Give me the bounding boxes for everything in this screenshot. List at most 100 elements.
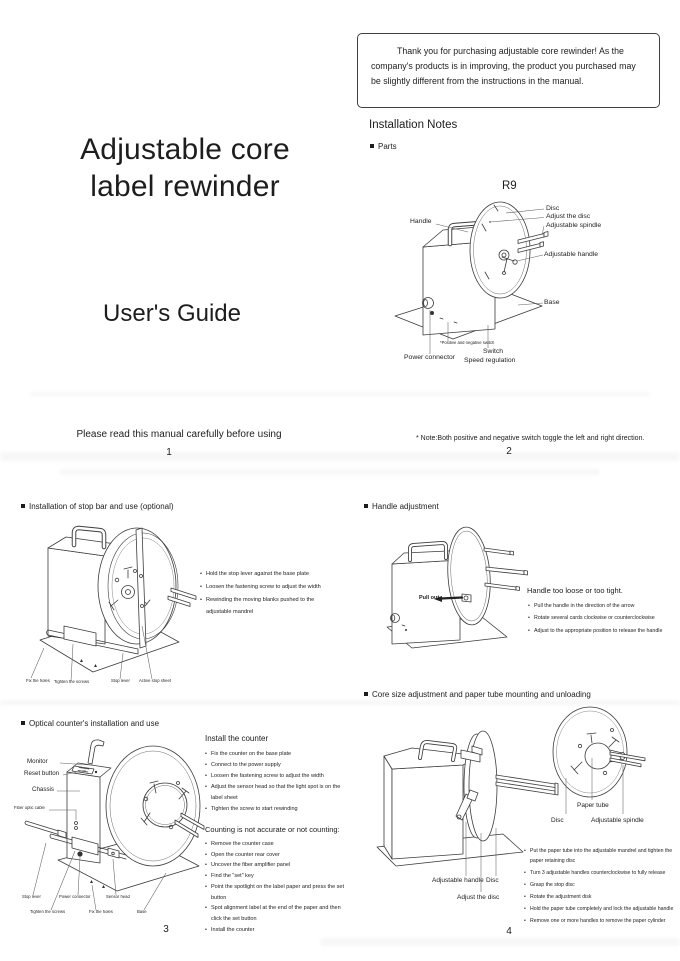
parts-diagram xyxy=(394,201,549,354)
label-disc-2: Disc xyxy=(486,877,499,884)
stop-bar-bullets: Hold the stop lever against the base pla… xyxy=(200,568,340,619)
handle-loose-heading: Handle too loose or too tight. xyxy=(527,586,623,595)
model-label: R9 xyxy=(502,180,517,192)
screws xyxy=(80,659,97,667)
section-bullet-icon xyxy=(364,692,368,696)
label-base: Base xyxy=(544,299,560,306)
adjustable-spindle xyxy=(495,774,559,796)
section-bullet-icon xyxy=(370,144,374,148)
leader-lines xyxy=(429,208,545,354)
label-fix-holes-2: Fix the holes xyxy=(89,910,113,915)
disc xyxy=(447,526,491,626)
bullet-item: Adjust the sensor head so that the light… xyxy=(205,782,345,804)
paper-tube-disc xyxy=(552,706,646,798)
adjustable-spindle xyxy=(167,587,197,607)
bullet-item: Install the counter xyxy=(205,925,350,936)
pull-out-label: Pull out xyxy=(419,595,440,601)
label-handle: Handle xyxy=(410,218,432,225)
bullet-item: Put the paper tube into the adjustable m… xyxy=(524,846,680,866)
bullet-item: Hold the stop lever against the base pla… xyxy=(200,568,340,581)
install-counter-heading: Install the counter xyxy=(205,734,269,743)
scan-artifact xyxy=(320,938,680,946)
label-tighten-screws: Tighten the screws xyxy=(54,680,90,685)
disc xyxy=(105,745,201,867)
page1-footer: Please read this manual carefully before… xyxy=(76,429,282,440)
bullet-item: Remove the counter case xyxy=(205,839,350,850)
core-size-diagram xyxy=(376,706,646,892)
notice-text: Thank you for purchasing adjustable core… xyxy=(371,46,636,86)
label-paper-tube: Paper tube xyxy=(577,802,609,809)
label-power-connector-2: Power connector xyxy=(59,895,91,900)
bullet-item: Loosen the fastening screw to adjust the… xyxy=(200,581,340,594)
title-line-2: label rewinder xyxy=(90,170,280,203)
scan-artifact xyxy=(30,392,650,396)
adjustable-handle-part xyxy=(501,256,518,275)
bullet-item: Turn 3 adjustable handles counterclockwi… xyxy=(524,868,680,878)
handle-adjustment-diagram xyxy=(386,526,528,649)
leader-lines xyxy=(32,762,167,911)
label-monitor: Monitor xyxy=(27,758,48,765)
bullet-item: Loosen the fastening screw to adjust the… xyxy=(205,771,345,782)
label-adjustable-handle-2: Adjustable handle xyxy=(432,877,484,884)
label-base-2: Base xyxy=(137,910,147,915)
sensor-head xyxy=(107,847,120,859)
bullet-item: Tighten the screw to start rewinding xyxy=(205,804,345,815)
bullet-item: Connect to the power supply xyxy=(205,760,345,771)
handle-adjustment-bullets: Pull the handle in the direction of the … xyxy=(528,600,680,638)
label-adjust-disc-2: Adjust the disc xyxy=(457,894,500,901)
page-subtitle: User's Guide xyxy=(103,300,241,327)
bullet-item: Hold the paper tube completely and lock … xyxy=(524,904,680,914)
counting-heading: Counting is not accurate or not counting… xyxy=(205,825,340,834)
power-connector-part xyxy=(77,851,83,857)
bullet-item: Find the "set" key xyxy=(205,871,350,882)
page-number-4: 4 xyxy=(506,926,512,937)
page-number-3: 3 xyxy=(163,924,169,935)
section-bullet-icon xyxy=(21,504,25,508)
screws xyxy=(90,880,105,888)
label-chassis: Chassis xyxy=(32,786,55,793)
page2-note: * Note:Both positive and negative switch… xyxy=(416,435,645,442)
disc xyxy=(460,730,498,842)
label-reset-button: Reset button xyxy=(24,770,60,777)
leader-lines xyxy=(30,625,153,682)
label-fiber-optic-cable: Fiber optic cable xyxy=(14,806,45,811)
bullet-item: Grasp the stop disc xyxy=(524,880,680,890)
label-adjust-disc: Adjust the disc xyxy=(546,213,591,220)
label-adjustable-handle: Adjustable handle xyxy=(544,251,599,258)
scan-artifact xyxy=(60,469,600,475)
stop-bar-diagram xyxy=(30,525,197,682)
bullet-item: Remove one or more handles to remove the… xyxy=(524,916,680,926)
scan-artifact xyxy=(0,700,680,705)
chassis xyxy=(47,525,124,645)
installation-notes-heading: Installation Notes xyxy=(369,119,458,131)
bullet-item: Rotate the adjustment disk xyxy=(524,892,680,902)
bullet-item: Open the counter rear cover xyxy=(205,850,350,861)
label-disc-3: Disc xyxy=(551,817,564,824)
bullet-item: Rewinding the moving blanks pushed to th… xyxy=(200,594,340,620)
bullet-item: Uncover the fiber amplifier panel xyxy=(205,860,350,871)
adjustable-handle-part xyxy=(455,789,479,821)
bullet-item: Spot alignment label at the end of the p… xyxy=(205,903,350,924)
label-disc: Disc xyxy=(546,205,560,212)
label-tighten-screws-2: Tighten the screws xyxy=(30,910,66,915)
page-number-2: 2 xyxy=(506,446,512,457)
counting-bullets: Remove the counter case Open the counter… xyxy=(205,839,350,935)
install-counter-bullets: Fix the counter on the base plate Connec… xyxy=(205,749,345,815)
label-active-stop-sheet: Active stop sheet xyxy=(139,679,171,684)
bullet-item: Adjust to the appropriate position to re… xyxy=(528,625,680,638)
optical-counter-heading: Optical counter's installation and use xyxy=(21,719,159,728)
parts-heading: Parts xyxy=(370,142,397,151)
bullet-item: Rotate several cards clockwise or counte… xyxy=(528,612,680,625)
optical-counter-diagram xyxy=(24,739,205,911)
handle-hub xyxy=(461,593,472,603)
page-title: Adjustable core label rewinder xyxy=(35,131,335,205)
bullet-item: Pull the handle in the direction of the … xyxy=(528,600,680,613)
base-plate xyxy=(57,836,200,892)
label-fix-holes: Fix the holes xyxy=(26,679,50,684)
reset-arm xyxy=(87,739,105,765)
label-adjustable-spindle-2: Adjustable spindle xyxy=(591,817,644,824)
label-stop-lever-2: Stop lever xyxy=(22,895,41,900)
page-number-1: 1 xyxy=(166,447,172,458)
disc xyxy=(97,527,179,645)
